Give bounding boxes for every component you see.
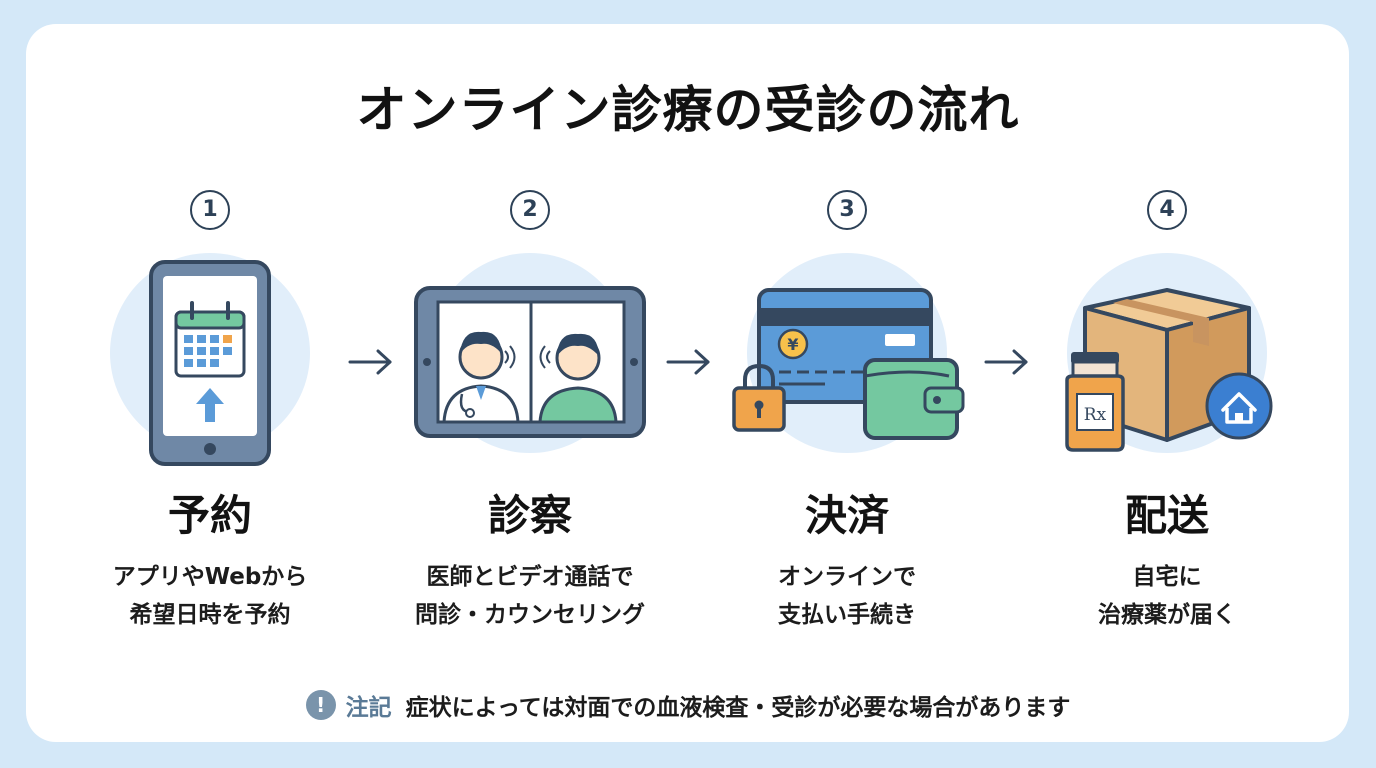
step-description: オンラインで 支払い手続き [697,558,997,634]
page-title: オンライン診療の受診の流れ [356,81,1020,139]
card-wallet-lock-icon: ¥ [732,253,965,453]
step-title: 診察 [487,491,572,540]
step-number: 1 [190,190,230,230]
step-description-line: アプリやWebから [112,564,308,590]
exclamation-icon: ! [305,690,336,720]
step-description-line: オンラインで [778,564,916,590]
step-description: 医師とビデオ通話で 問診・カウンセリング [380,558,680,634]
step-description-line: 希望日時を予約 [129,602,291,628]
step-description-line: 治療薬が届く [1098,602,1236,628]
rx-label: Rx [1084,405,1107,425]
package-medicine-home-icon: Rx [1065,253,1273,453]
step-description-line: 自宅に [1132,564,1202,590]
smartphone-calendar-icon [110,253,310,466]
step-number: 4 [1147,190,1187,230]
step-number: 3 [827,190,867,230]
step-description: 自宅に 治療薬が届く [1017,558,1317,634]
step-description-line: 支払い手続き [778,602,916,628]
arrow-right-icon [984,349,1028,375]
step-description: アプリやWebから 希望日時を予約 [60,558,360,634]
note-label: 注記 [345,695,392,721]
step-title: 配送 [1124,491,1209,540]
note-text: 症状によっては対面での血液検査・受診が必要な場合があります [405,695,1071,721]
arrow-right-icon [348,349,392,375]
step-description-line: 医師とビデオ通話で [426,564,634,590]
note: ! 注記症状によっては対面での血液検査・受診が必要な場合があります [0,688,1376,722]
step-title: 予約 [167,491,252,540]
step-title: 決済 [804,491,889,540]
step-number: 2 [510,190,550,230]
step-description-line: 問診・カウンセリング [415,602,645,628]
yen-symbol: ¥ [787,335,798,354]
arrow-right-icon [666,349,710,375]
tablet-video-call-icon [414,253,646,453]
